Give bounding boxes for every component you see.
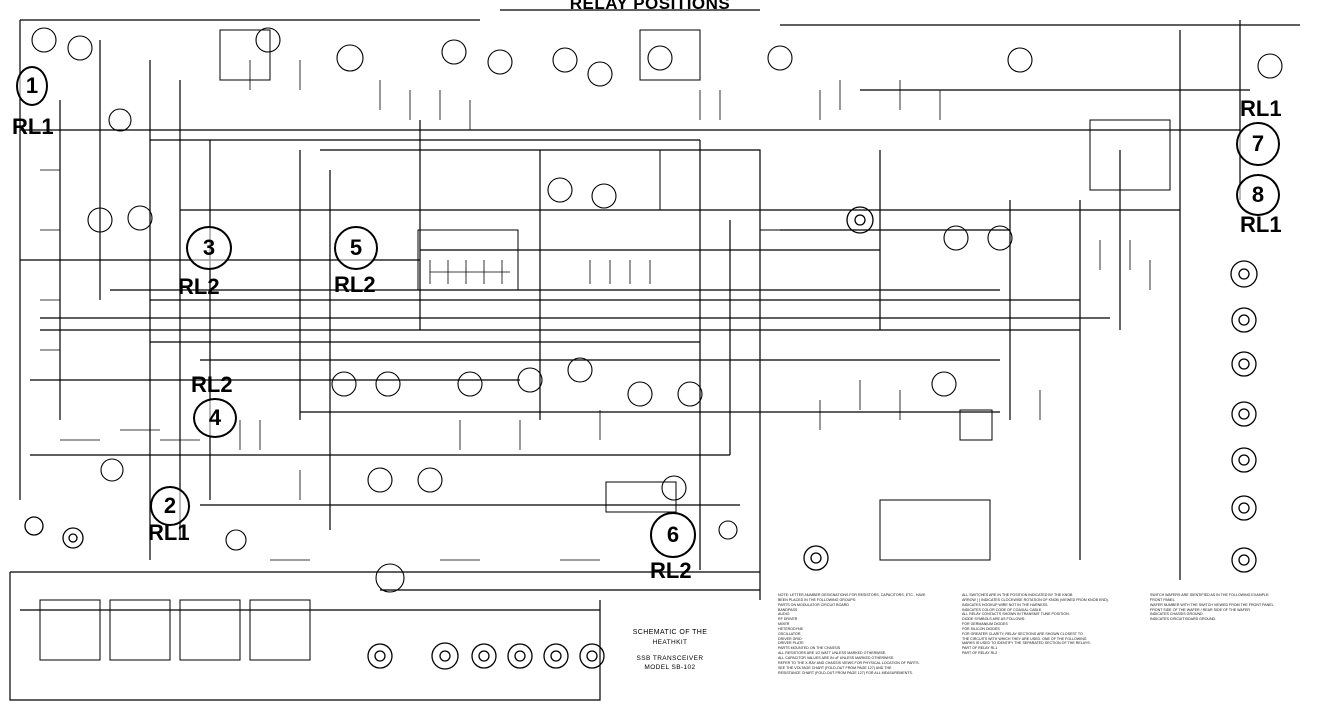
title-line-3: SSB TRANSCEIVER — [636, 654, 704, 662]
title-line-2: HEATHKIT — [652, 639, 688, 647]
relay-label: RL1 — [12, 114, 54, 139]
relay-label: RL2 — [650, 558, 692, 583]
relay-label: RL1 — [1240, 96, 1282, 121]
note-line: SEE THE VOLTAGE CHART (FOLD-OUT FROM PAG… — [778, 665, 892, 670]
note-line: PART OF RELAY RL1 — [962, 646, 998, 651]
page-title: RELAY POSITIONS — [569, 0, 731, 13]
relay-label: RL1 — [1240, 212, 1282, 237]
note-line: FOR GREATER CLARITY, RELAY SECTIONS ARE … — [962, 631, 1083, 636]
note-line: RF DRIVER — [778, 617, 798, 622]
note-line: FRONT SIDE OF THE WAFER / REAR SIDE OF T… — [1150, 607, 1250, 612]
note-line: WAFER NUMBER WITH THE SWITCH VIEWED FROM… — [1150, 602, 1274, 607]
note-line: INDICATES CIRCUIT BOARD GROUND. — [1150, 617, 1217, 622]
relay-label: RL1 — [148, 520, 190, 545]
note-line: BEEN PLACED IN THE FOLLOWING GROUPS: — [778, 597, 857, 602]
note-line: ALL SWITCHES ARE IN THE POSITION INDICAT… — [962, 593, 1073, 597]
note-line: DIODE SYMBOLS ARE AS FOLLOWS: — [962, 617, 1026, 622]
note-line: FOR GERMANIUM DIODES — [962, 622, 1008, 627]
note-line: AUDIO — [778, 612, 790, 617]
notes-column-3: SWITCH WAFERS ARE IDENTIFIED AS IN THE F… — [1150, 593, 1315, 622]
relay-position-number: 4 — [193, 398, 237, 438]
note-line: REFER TO THE X-RAY AND CHASSIS VIEWS FOR… — [778, 660, 920, 665]
note-line: PARTS MOUNTED ON THE CHASSIS — [778, 646, 841, 651]
relay-position-number: 1 — [16, 66, 48, 106]
note-line: FRONT PANEL — [1150, 597, 1175, 602]
relay-position-number: 6 — [650, 512, 696, 558]
note-line: ALL RESISTORS ARE 1/2 WATT UNLESS MARKED… — [778, 651, 887, 656]
note-line: MARKS IS USED TO IDENTIFY THE SEPARATED … — [962, 641, 1091, 646]
note-line: OSCILLATOR — [778, 631, 801, 636]
switch-wafers — [24, 206, 1258, 670]
notes-column-2: ALL SWITCHES ARE IN THE POSITION INDICAT… — [962, 593, 1142, 656]
relay-position-number: 8 — [1236, 174, 1280, 216]
note-line: ALL RELAY CONTACTS SHOWN IN TRANSMIT TUN… — [962, 612, 1070, 617]
passive-parts — [40, 60, 1151, 561]
note-line: RESISTANCE CHART (FOLD-OUT FROM PAGE 127… — [778, 670, 913, 675]
note-line: THE CIRCUITS WITH WHICH THEY ARE USED. O… — [962, 636, 1087, 641]
note-line: NOTE: LETTER-NUMBER DESIGNATIONS FOR RES… — [778, 593, 926, 597]
schematic-title-block: SCHEMATIC OF THE HEATHKIT SSB TRANSCEIVE… — [620, 628, 720, 672]
note-line: SWITCH WAFERS ARE IDENTIFIED AS IN THE F… — [1150, 593, 1270, 597]
note-line: INDICATES CHASSIS GROUND. — [1150, 612, 1204, 617]
note-line: PARTS ON MODULATOR CIRCUIT BOARD — [778, 602, 849, 607]
bus-lines — [9, 9, 1300, 701]
note-line: FOR SILICON DIODES — [962, 626, 1000, 631]
relay-position-number: 7 — [1236, 122, 1280, 166]
note-line: INDICATES HOOKUP WIRE NOT IN THE HARNESS… — [962, 602, 1049, 607]
relay-label: RL2 — [178, 274, 220, 299]
note-line: DRIVER PLATE — [778, 641, 804, 646]
note-line: INDICATES COLOR CODE OF COAXIAL CABLE. — [962, 607, 1043, 612]
note-line: ARROW ( ) INDICATES CLOCKWISE ROTATION O… — [962, 597, 1109, 602]
title-line-1: SCHEMATIC OF THE — [632, 629, 708, 636]
relay-position-number: 2 — [150, 486, 190, 526]
relay-position-number: 3 — [186, 226, 232, 270]
note-line: DRIVER GRID — [778, 636, 802, 641]
note-line: ALL CAPACITOR VALUES ARE IN uF UNLESS MA… — [778, 655, 895, 660]
note-line: BANDPASS — [778, 607, 798, 612]
relay-label: RL2 — [191, 372, 233, 397]
components — [39, 29, 1171, 661]
note-line: HETERODYNE — [778, 626, 803, 631]
title-line-4: MODEL SB-102 — [644, 663, 696, 671]
vacuum-tubes — [31, 27, 1283, 593]
relay-label: RL2 — [334, 272, 376, 297]
note-line: PART OF RELAY RL2 — [962, 651, 998, 656]
note-line: MIXER — [778, 622, 790, 627]
notes-column-1: NOTE: LETTER-NUMBER DESIGNATIONS FOR RES… — [778, 593, 958, 675]
relay-position-number: 5 — [334, 226, 378, 270]
